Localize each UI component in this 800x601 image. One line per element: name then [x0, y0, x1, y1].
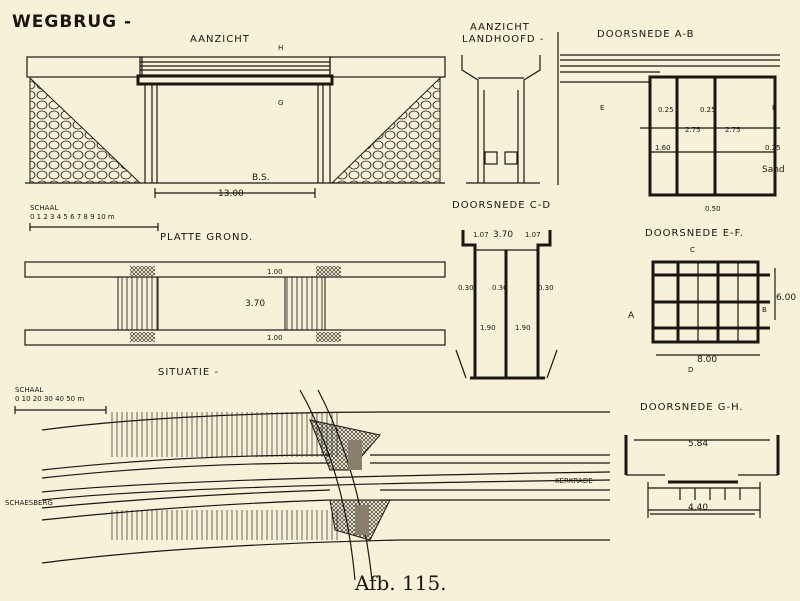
bottom-width-dimension: 4.40	[688, 503, 708, 513]
dim: 0.50	[705, 205, 721, 213]
width-dimension: 8.00	[697, 355, 717, 365]
section-ab-label: DOORSNEDE A-B	[597, 29, 694, 40]
dim: 3.70	[493, 230, 513, 240]
section-mark-c: C	[690, 246, 695, 254]
elevation-label: AANZICHT	[190, 34, 250, 45]
section-mark-e: E	[600, 104, 604, 112]
section-ab: DOORSNEDE A-B E F 0.25 0.25 2.75 2.75 1.…	[560, 29, 785, 213]
top-width-dimension: 5.84	[688, 439, 708, 449]
dim: 3.70	[245, 299, 265, 309]
sand-label: Sand	[762, 165, 785, 175]
direction-kerkrade: KERKRADE	[555, 477, 593, 485]
section-mark-h: H	[278, 44, 283, 52]
plan-label: PLATTE GROND.	[160, 232, 253, 243]
section-mark-a: A	[628, 311, 635, 321]
section-ef-label: DOORSNEDE E-F.	[645, 228, 744, 239]
direction-schaesberg: SCHAESBERG	[5, 499, 53, 507]
section-cd: DOORSNEDE C-D 1.07 3.70 1.07 0.30 0.30 0…	[452, 200, 558, 380]
drawing-title: WEGBRUG -	[12, 12, 132, 32]
dim: 2.75	[725, 126, 741, 134]
dim: 0.30	[458, 284, 474, 292]
dim: 1.07	[525, 231, 541, 239]
figure-caption: Afb. 115.	[354, 571, 447, 595]
section-mark-f: F	[772, 104, 776, 112]
plan-view: PLATTE GROND. 1.00 3.70 1.00	[24, 232, 446, 346]
site-label: SITUATIE -	[158, 367, 219, 378]
dim: 1.90	[480, 324, 496, 332]
site-plan: SITUATIE - SCHAAL 0 10 20 30 40 50 m KER…	[5, 367, 611, 581]
section-mark-d: D	[688, 366, 693, 374]
dim: 1.07	[473, 231, 489, 239]
bs-label: B.S.	[252, 173, 270, 183]
scale-bar-1: SCHAAL 0 1 2 3 4 5 6 7 8 9 10 m	[29, 204, 159, 231]
site-scale-label: SCHAAL	[15, 386, 43, 394]
section-cd-label: DOORSNEDE C-D	[452, 200, 551, 211]
section-gh: DOORSNEDE G-H. 5.84 4.40	[624, 402, 780, 518]
span-dimension: 13.00	[218, 189, 244, 199]
dim: 0.25	[765, 144, 781, 152]
dim: 1.90	[515, 324, 531, 332]
dim: 0.25	[658, 106, 674, 114]
section-mark-g: G	[278, 99, 283, 107]
dim: 2.75	[685, 126, 701, 134]
elevation-view: AANZICHT H G B.S. 13.00	[25, 34, 446, 199]
dim: 1.60	[655, 144, 671, 152]
dim: 0.30	[538, 284, 554, 292]
section-gh-label: DOORSNEDE G-H.	[640, 402, 744, 413]
abutment-view: AANZICHT LANDHOOFD -	[461, 22, 559, 185]
dim: 0.25	[700, 106, 716, 114]
scale-ticks: 0 1 2 3 4 5 6 7 8 9 10 m	[30, 213, 115, 221]
height-dimension: 6.00	[776, 293, 796, 303]
dim: 1.00	[267, 268, 283, 276]
section-mark-b: B	[762, 306, 767, 314]
dim: 1.00	[267, 334, 283, 342]
section-ef: DOORSNEDE E-F. C A B 6.00 8.00 D	[628, 228, 796, 374]
dim: 0.30	[492, 284, 508, 292]
abutment-label-2: LANDHOOFD -	[462, 34, 544, 45]
abutment-label-1: AANZICHT	[470, 22, 530, 33]
scale-label: SCHAAL	[30, 204, 58, 212]
site-scale-ticks: 0 10 20 30 40 50 m	[15, 395, 84, 403]
